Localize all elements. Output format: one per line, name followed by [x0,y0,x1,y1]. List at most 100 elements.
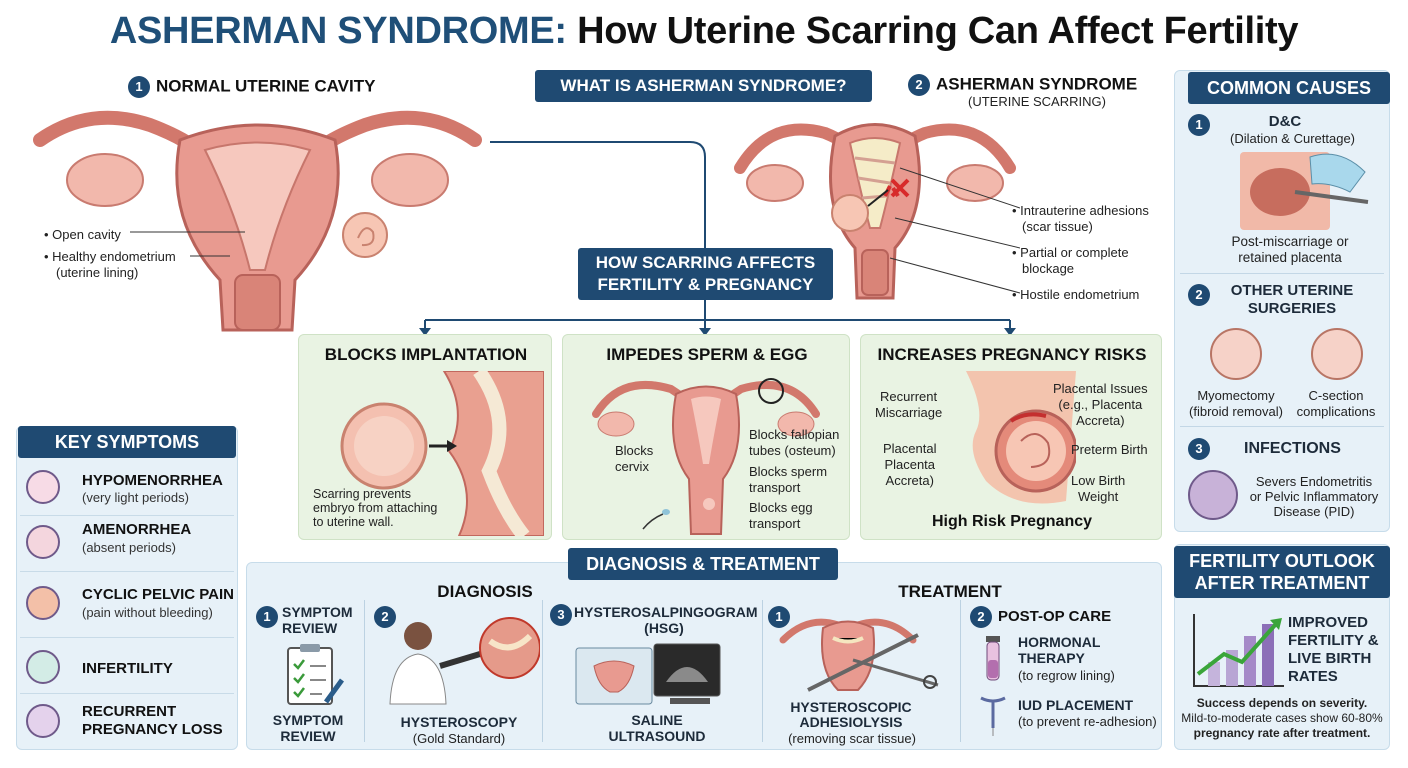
normal-heading-text: NORMAL UTERINE CAVITY [156,76,376,96]
risks-heading: INCREASES PREGNANCY RISKS [877,345,1147,364]
bacteria-icon [1188,470,1238,520]
iud-placement-sub: (to prevent re-adhesion) [1018,714,1157,729]
key-symptoms-banner: KEY SYMPTOMS [18,426,236,458]
footer-line: Mild-to-moderate cases show 60-80% [1181,711,1383,725]
asherman-heading-text: ASHERMAN SYNDROME [936,74,1138,94]
label-adhesions-text: Intrauterine adhesions [1020,203,1149,218]
title-line: SYMPTOM [282,604,353,620]
symptom-sub: (absent periods) [82,540,176,555]
implantation-caption: Scarring prevents embryo from attaching … [313,487,437,529]
implantation-illustration [340,371,544,536]
symptom-review-top: SYMPTOM REVIEW [282,604,353,636]
title-line: SALINE [631,712,683,728]
list-item: RECURRENT PREGNANCY LOSS [20,694,234,748]
hysteroscopy-sub: (Gold Standard) [412,731,506,746]
title-line: SYMPTOM [272,712,344,728]
myomectomy-icon [1210,328,1262,380]
pain-icon [26,586,60,620]
cause-1-number: 1 [1188,114,1216,136]
label-line: transport [749,516,801,531]
label-line: Weight [1077,489,1119,504]
label-line: LIVE BIRTH [1288,650,1372,667]
common-causes-banner: COMMON CAUSES [1188,72,1390,104]
divider [1180,426,1384,427]
label-scar-tissue: (scar tissue) [1022,219,1093,234]
title-part1: ASHERMAN SYNDROME: [109,10,567,52]
step-number: 2 [970,606,992,628]
divider [542,600,543,742]
footer-line: Success depends on severity. [1196,696,1368,710]
symptom-review-bottom: SYMPTOM REVIEW [262,712,354,744]
symptom-name-line2: PREGNANCY LOSS [82,721,223,738]
cause-dc-sub: (Dilation & Curettage) [1230,131,1355,146]
divider [364,600,365,742]
label-blockage-sub: blockage [1022,261,1075,276]
normal-uterus-illustration [33,110,482,332]
sperm-egg-heading: IMPEDES SPERM & EGG [606,345,808,364]
outlook-footer: Success depends on severity. Mild-to-mod… [1178,696,1386,741]
list-item: CYCLIC PELVIC PAIN (pain without bleedin… [20,572,234,638]
iud-placement-title: IUD PLACEMENT [1018,697,1134,713]
how-scarring-banner: HOW SCARRING AFFECTS FERTILITY & PREGNAN… [578,248,833,300]
step-number: 2 [374,606,396,628]
step-number: 3 [550,604,572,626]
preterm-birth-label: Preterm Birth [1071,442,1148,457]
cause-dc-caption: Post-miscarriage or retained placenta [1200,234,1380,266]
label-line: tubes (osteum) [749,443,836,458]
caption-line: retained placenta [1238,250,1342,265]
label-line: Blocks [615,443,654,458]
symptom-name: AMENORRHEA [82,521,192,538]
dna-icon [26,650,60,684]
how-scarring-line2: FERTILITY & PREGNANCY [597,275,814,294]
label-line: FERTILITY & [1288,632,1379,649]
label-line: complications [1296,404,1376,419]
treat-1-number: 1 [768,606,796,628]
label-open-cavity: Open cavity [52,227,121,242]
label-line: Recurrent [880,389,938,404]
cause-dc-title: D&C [1268,113,1302,130]
symptom-sub: (pain without bleeding) [82,605,213,620]
hsg-ultrasound-illustration [575,643,721,705]
label-hostile: • Hostile endometrium [1012,287,1140,302]
heading-line: AFTER TREATMENT [1194,573,1370,593]
saline-ultrasound-label: SALINE ULTRASOUND [582,712,732,744]
label-hostile-text: Hostile endometrium [1020,287,1140,302]
normal-label-open: • Open cavity [44,227,121,242]
label-line: C-section [1308,388,1364,403]
caption-line: Scarring prevents [313,487,411,501]
adhesiolysis-illustration [779,618,939,692]
hysteroscopy-title: HYSTEROSCOPY [400,714,518,730]
label-line: Blocks fallopian [749,427,840,442]
label-line: Placental Issues [1053,381,1148,396]
label-line: Placenta [884,457,936,472]
diag-1-number: 1 [256,606,284,628]
footer-line: pregnancy rate after treatment. [1193,726,1371,740]
list-item: HYPOMENORRHEA (very light periods) [20,462,234,516]
asherman-sub: (UTERINE SCARRING) [968,94,1106,109]
label-line: (fibroid removal) [1189,404,1283,419]
hormonal-therapy-sub: (to regrow lining) [1018,668,1115,683]
label-line: Accreta) [1076,413,1125,428]
label-uterine-lining: (uterine lining) [56,265,139,280]
dc-illustration [1240,152,1369,230]
title-line: ULTRASOUND [608,728,706,744]
desc-line: or Pelvic Inflammatory [1249,489,1379,504]
droplet-icon [26,470,60,504]
title-line: (HSG) [644,620,684,636]
what-is-banner: WHAT IS ASHERMAN SYNDROME? [535,70,872,102]
fertility-outlook-banner: FERTILITY OUTLOOK AFTER TREATMENT [1174,546,1390,598]
heading-line: FERTILITY OUTLOOK [1189,551,1375,571]
label-blockage: • Partial or complete [1012,245,1129,260]
myomectomy-label: Myomectomy (fibroid removal) [1184,388,1288,420]
step-number: 3 [1188,438,1210,460]
cause-infections-title: INFECTIONS [1244,440,1341,457]
divider [762,600,763,742]
scarred-uterus-illustration [734,123,1020,300]
desc-line: Disease (PID) [1273,504,1355,519]
